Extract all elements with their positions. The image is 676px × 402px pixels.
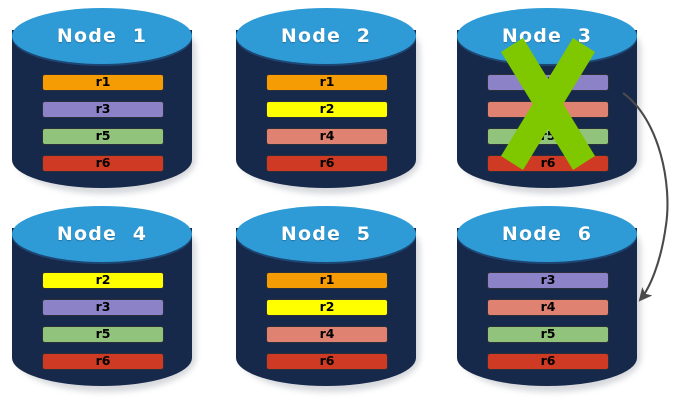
node-title-4: Node 4	[56, 223, 148, 245]
node-title-5: Node 5	[280, 223, 372, 245]
database-node-5[interactable]: Node 5 r1 r2 r4 r6	[236, 206, 420, 392]
replica-bar[interactable]: r6	[487, 353, 609, 370]
database-node-6[interactable]: Node 6 r3 r4 r5 r6	[457, 206, 641, 392]
replica-bar[interactable]: r6	[42, 353, 164, 370]
replica-bar[interactable]: r5	[42, 326, 164, 343]
replica-list: r1 r2 r4 r6	[266, 272, 388, 370]
replica-bar[interactable]: r6	[266, 353, 388, 370]
node-title-1: Node 1	[56, 25, 148, 47]
replica-list: r3 r4 r5 r6	[487, 272, 609, 370]
replica-bar[interactable]: r2	[266, 101, 388, 118]
replica-list: r2 r3 r5 r6	[42, 272, 164, 370]
replica-bar[interactable]: r3	[487, 272, 609, 289]
node-cylinder-top	[12, 206, 192, 262]
node-cylinder-top	[12, 8, 192, 64]
replica-bar[interactable]: r4	[266, 326, 388, 343]
node-title-2: Node 2	[280, 25, 372, 47]
replica-bar[interactable]: r1	[42, 74, 164, 91]
replica-bar[interactable]: r6	[42, 155, 164, 172]
replica-bar[interactable]: r5	[487, 326, 609, 343]
replica-bar[interactable]: r1	[266, 272, 388, 289]
replica-bar[interactable]: r3	[42, 299, 164, 316]
database-node-2[interactable]: Node 2 r1 r2 r4 r6	[236, 8, 420, 194]
database-node-4[interactable]: Node 4 r2 r3 r5 r6	[12, 206, 196, 392]
replica-bar[interactable]: r5	[42, 128, 164, 145]
node-title-6: Node 6	[501, 223, 593, 245]
database-node-1[interactable]: Node 1 r1 r3 r5 r6	[12, 8, 196, 194]
node-cylinder-top	[236, 8, 416, 64]
replica-bar[interactable]: r1	[266, 74, 388, 91]
replica-bar[interactable]: r3	[42, 101, 164, 118]
node-cylinder-top	[457, 206, 637, 262]
replica-list: r1 r2 r4 r6	[266, 74, 388, 172]
replica-bar[interactable]: r4	[266, 128, 388, 145]
node-cylinder-top	[236, 206, 416, 262]
replica-bar[interactable]: r6	[266, 155, 388, 172]
replica-bar[interactable]: r4	[487, 299, 609, 316]
replica-list: r1 r3 r5 r6	[42, 74, 164, 172]
replica-bar[interactable]: r2	[266, 299, 388, 316]
replica-bar[interactable]: r2	[42, 272, 164, 289]
